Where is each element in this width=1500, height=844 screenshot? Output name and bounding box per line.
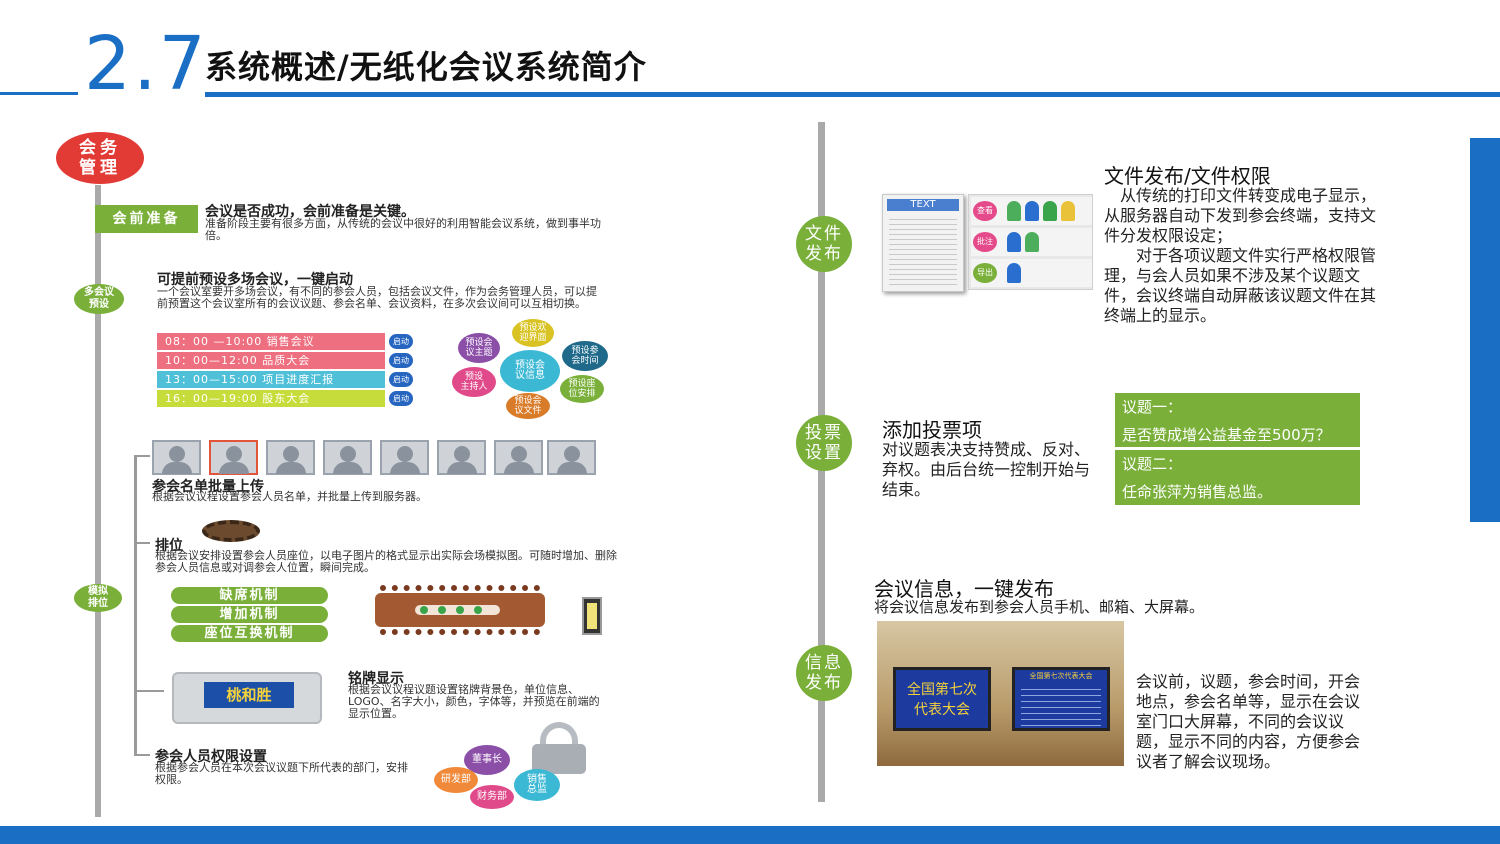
user-icon [1025,232,1039,252]
lock-icon [528,722,590,774]
user-icon [1043,201,1057,221]
attendee-avatar [209,440,258,475]
vote-item-2[interactable]: 议题二： 任命张萍为销售总监。 [1115,450,1360,505]
section-number: 2.7 [84,21,208,107]
bubble-meeting-info: 预设会 议信息 [500,350,560,392]
node-info-release: 信息 发布 [796,645,852,701]
bubble-time: 预设参 会时间 [562,341,608,371]
bubble-docs: 预设会 议文件 [506,393,550,419]
vote-item-value: 是否赞成增公益基金至500万？ [1122,426,1331,444]
bubble-topic: 预设会 议主题 [458,333,500,363]
right-display: 全国第七次代表大会 [1012,667,1110,731]
doc-text: 从传统的打印文件转变成电子显示，从服务器自动下发到参会终端，支持文件分发权限设定… [1104,186,1377,325]
permission-desc: 根据参会人员在本次会议议题下所代表的部门，安排权限。 [155,761,408,786]
user-icon [1025,201,1039,221]
seating-desc: 根据会议安排设置参会人员座位，以电子图片的格式显示出实际会场模拟图。可随时增加、… [155,549,617,574]
vote-text: 对议题表决支持赞成、反对、弃权。由后台统一控制开始与结束。 [882,440,1091,499]
branch-line [134,455,150,457]
left-timeline [95,185,101,817]
user-icon [1007,263,1021,283]
bubble-host: 预设 主持人 [452,367,496,397]
vote-item-label: 议题二： [1122,455,1183,473]
page-title: 系统概述/无纸化会议系统简介 [205,48,647,86]
user-icon [1007,201,1021,221]
branch-line [134,690,164,692]
bubble-finance: 财务部 [470,785,514,809]
permission-panel: 查看 批注 导出 [968,194,1093,290]
vote-heading: 添加投票项 [882,418,982,442]
nameplate-desc: 根据会议议程议题设置铭牌背景色，单位信息、LOGO、名字大小，颜色，字体等，并预… [348,683,600,720]
start-button[interactable]: 启动 [389,372,413,387]
header-rule-right [205,92,1500,97]
bubble-welcome: 预设欢 迎界面 [512,319,554,347]
user-icon [1007,232,1021,252]
attendee-avatar [380,440,429,475]
projector-screen [582,597,602,635]
doc-heading: 文件发布/文件权限 [1104,164,1271,188]
document-thumbnail: TEXT [882,194,964,292]
branch-line [134,542,150,544]
view-button[interactable]: 查看 [973,201,997,221]
info-heading: 会议信息，一键发布 [874,577,1054,601]
bubble-seat: 预设座 位安排 [560,375,604,403]
namelist-desc: 根据会议议程设置参会人员名单，并批量上传到服务器。 [152,490,427,503]
branch-line [134,754,150,756]
attendee-avatar [494,440,543,475]
start-button[interactable]: 启动 [389,391,413,406]
branch-line [134,455,137,755]
gear-icon [202,520,260,542]
seating-diagram [350,583,560,638]
add-mechanism-pill[interactable]: 增加机制 [171,606,328,623]
namelist-heading: 参会名单批量上传 [152,479,264,495]
nameplate-device: 桃和胜 [172,672,322,724]
attendee-avatar [547,440,596,475]
preset-dot: 多会议 预设 [74,284,124,314]
info-sub: 将会议信息发布到参会人员手机、邮箱、大屏幕。 [874,598,1205,616]
nameplate-screen: 桃和胜 [204,682,294,708]
prep-tag: 会前准备 [95,205,198,233]
schedule-item[interactable]: 16：00—19:00 股东大会 [157,390,385,407]
vote-item-label: 议题一： [1122,398,1183,416]
swap-mechanism-pill[interactable]: 座位互换机制 [171,625,328,642]
node-vote-setup: 投票 设置 [796,415,852,471]
right-display-title: 全国第七次代表大会 [1029,672,1093,680]
bubble-rnd: 研发部 [434,767,478,793]
annotate-button[interactable]: 批注 [973,232,997,252]
schedule-item[interactable]: 13：00—15:00 项目进度汇报 [157,371,385,388]
prep-desc: 准备阶段主要有很多方面，从传统的会议中很好的利用智能会议系统，做到事半功倍。 [205,217,601,242]
start-button[interactable]: 启动 [389,353,413,368]
bubble-sales: 销售 总监 [514,769,560,801]
meeting-room-photo: 全国第七次 代表大会 全国第七次代表大会 [877,621,1124,766]
vote-item-value: 任命张萍为销售总监。 [1122,483,1273,501]
nameplate-heading: 铭牌显示 [348,671,404,687]
left-display: 全国第七次 代表大会 [893,667,991,731]
info-text: 会议前，议题，参会时间，开会地点，参会名单等，显示在会议室门口大屏幕，不同的会议… [1136,672,1361,771]
side-accent-bar [1470,138,1500,522]
vote-item-1[interactable]: 议题一： 是否赞成增公益基金至500万？ [1115,393,1360,447]
start-button[interactable]: 启动 [389,334,413,349]
doc-label: TEXT [887,199,959,211]
schedule-item[interactable]: 10：00—12:00 品质大会 [157,352,385,369]
prep-heading: 会议是否成功，会前准备是关键。 [205,204,415,220]
preset-desc: 一个会议室要开多场会议，有不同的参会人员，包括会议文件，作为会务管理人员，可以提… [157,285,597,310]
permission-heading: 参会人员权限设置 [155,749,267,765]
attendee-avatar [152,440,201,475]
user-icon [1061,201,1075,221]
attendee-avatar [323,440,372,475]
attendee-avatar [266,440,315,475]
seating-dot: 模拟 排位 [74,584,122,612]
absent-mechanism-pill[interactable]: 缺席机制 [171,587,328,604]
schedule-item[interactable]: 08：00 —10:00 销售会议 [157,333,385,350]
preset-heading: 可提前预设多场会议，一键启动 [157,272,353,288]
attendee-avatar [437,440,486,475]
header-rule-left [0,92,78,95]
seating-heading: 排位 [155,538,183,554]
export-button[interactable]: 导出 [973,263,997,283]
node-doc-release: 文件 发布 [796,216,852,272]
footer-bar [0,826,1500,844]
meeting-management-badge: 会务 管理 [56,132,144,184]
